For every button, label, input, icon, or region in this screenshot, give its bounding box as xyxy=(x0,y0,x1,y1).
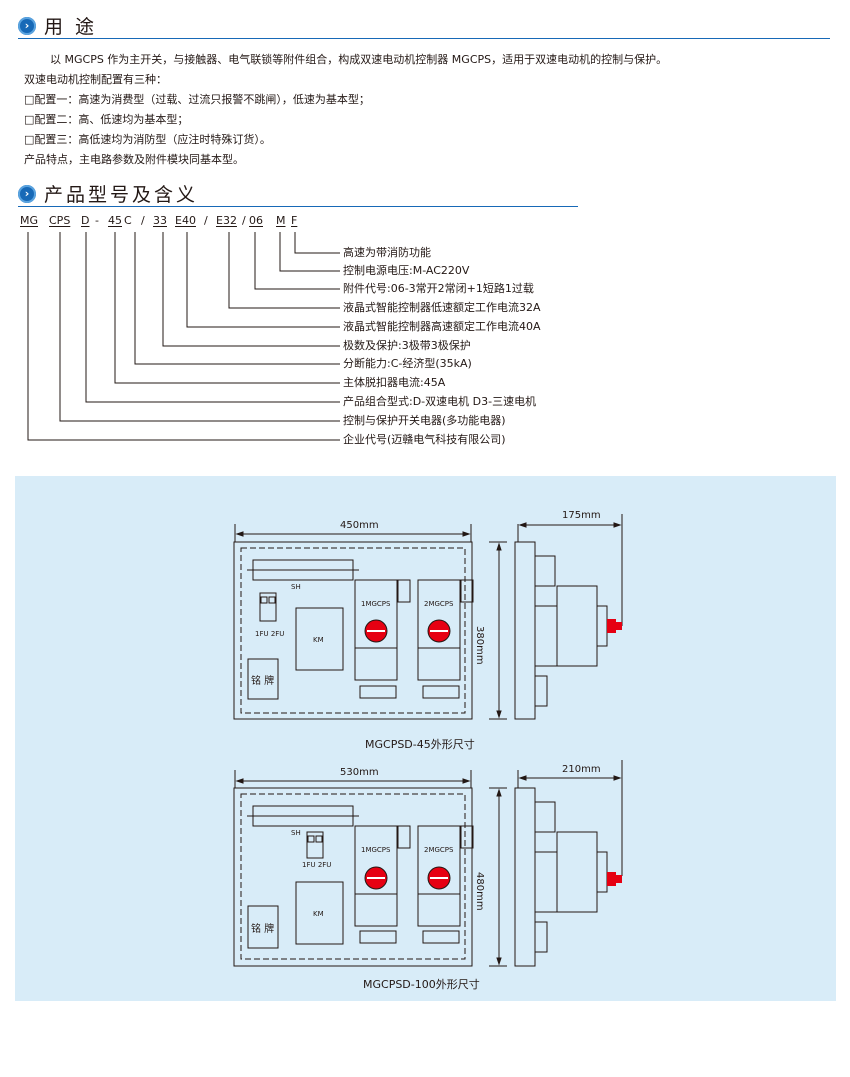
usage-paragraph: □配置二：高、低速均为基本型； xyxy=(24,113,189,126)
nameplate-label: 铭 牌 xyxy=(251,676,275,687)
breaker-label: 2MGCPS xyxy=(424,846,454,854)
breaker-label: 2MGCPS xyxy=(424,600,454,608)
breaker-label: 1MGCPS xyxy=(361,600,391,608)
dimension-drawing-panel: 450mm 175mm 380mm SH 1FU 2FU KM 1MGCPS 2… xyxy=(15,476,836,1001)
code-segment: 45 xyxy=(108,214,122,227)
model-description: 控制电源电压:M-AC220V xyxy=(343,264,470,277)
usage-paragraph: □配置一：高速为消费型（过载、过流只报警不跳闸），低速为基本型； xyxy=(24,93,370,106)
code-segment: C xyxy=(124,214,132,227)
model-description: 产品组合型式:D-双速电机 D3-三速电机 xyxy=(343,395,537,408)
code-segment: E32 xyxy=(216,214,237,227)
code-segment: / xyxy=(242,214,246,227)
usage-paragraph: 产品特点，主电路参数及附件模块同基本型。 xyxy=(24,153,244,166)
model-description: 控制与保护开关电器(多功能电器) xyxy=(343,414,506,427)
height-dimension-label: 480mm xyxy=(474,872,485,911)
section-usage-header: › 用 途 xyxy=(18,12,97,39)
section-title-usage: 用 途 xyxy=(44,16,98,38)
code-segment: D xyxy=(81,214,90,227)
code-segment: M xyxy=(276,214,286,227)
usage-paragraph: 双速电动机控制配置有三种： xyxy=(24,73,167,86)
code-segment: 06 xyxy=(249,214,263,227)
drawing-caption: MGCPSD-100外形尺寸 xyxy=(363,978,480,991)
width-dimension-label: 530mm xyxy=(340,767,379,778)
usage-paragraph: 以 MGCPS 作为主开关，与接触器、电气联锁等附件组合，构成双速电动机控制器 … xyxy=(50,53,668,66)
drawing-caption: MGCPSD-45外形尺寸 xyxy=(365,738,475,751)
chevron-right-icon: › xyxy=(18,16,36,35)
code-segment: F xyxy=(291,214,298,227)
section-divider xyxy=(18,206,578,207)
sh-label: SH xyxy=(291,829,301,837)
section-divider xyxy=(18,38,830,39)
code-segment: 33 xyxy=(153,214,167,227)
depth-dimension-label: 175mm xyxy=(562,510,601,521)
nameplate-label: 铭 牌 xyxy=(251,924,275,935)
height-dimension-label: 380mm xyxy=(474,626,485,665)
code-segment: MG xyxy=(20,214,39,227)
model-description: 分断能力:C-经济型(35kA) xyxy=(343,357,472,370)
usage-paragraph: □配置三：高低速均为消防型（应注时特殊订货）。 xyxy=(24,133,271,146)
code-segment: CPS xyxy=(49,214,71,227)
model-description: 液晶式智能控制器高速额定工作电流40A xyxy=(343,320,541,333)
code-segment: - xyxy=(95,214,99,227)
section-title-model: 产品型号及含义 xyxy=(44,184,199,206)
section-model-header: › 产品型号及含义 xyxy=(18,180,198,207)
drawing-mgcpsd-45 xyxy=(233,514,623,967)
model-description: 主体脱扣器电流:45A xyxy=(343,376,446,389)
model-description: 附件代号:06-3常开2常闭+1短路1过载 xyxy=(343,282,534,295)
model-description: 极数及保护:3极带3极保护 xyxy=(343,339,471,352)
model-description: 企业代号(迈赣电气科技有限公司) xyxy=(343,433,506,446)
fuse-label: 1FU 2FU xyxy=(302,861,332,869)
code-segment: / xyxy=(204,214,208,227)
km-label: KM xyxy=(313,636,324,644)
code-segment: E40 xyxy=(175,214,196,227)
model-description: 高速为带消防功能 xyxy=(343,246,431,259)
km-label: KM xyxy=(313,910,324,918)
model-description: 液晶式智能控制器低速额定工作电流32A xyxy=(343,301,541,314)
width-dimension-label: 450mm xyxy=(340,520,379,531)
breaker-label: 1MGCPS xyxy=(361,846,391,854)
chevron-right-icon: › xyxy=(18,184,36,203)
depth-dimension-label: 210mm xyxy=(562,764,601,775)
model-leader-lines xyxy=(27,232,340,441)
fuse-label: 1FU 2FU xyxy=(255,630,285,638)
sh-label: SH xyxy=(291,583,301,591)
code-segment: / xyxy=(141,214,145,227)
